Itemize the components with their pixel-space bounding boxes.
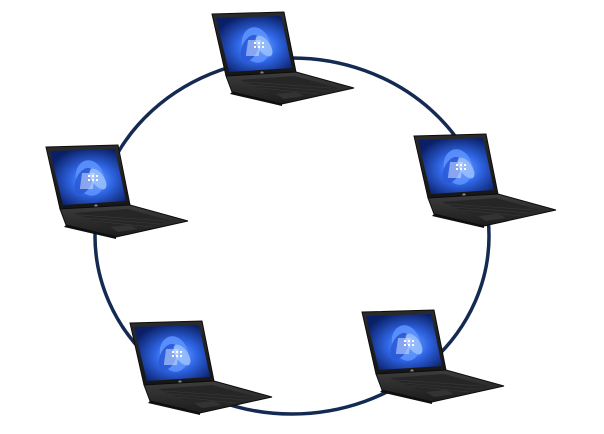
laptop-node-left[interactable]: [45, 144, 189, 240]
laptop-node-right[interactable]: [413, 133, 557, 229]
laptop-node-bottom-left[interactable]: [129, 320, 273, 416]
laptop-node-top[interactable]: [211, 11, 355, 107]
laptop-node-bottom-right[interactable]: [361, 309, 505, 405]
